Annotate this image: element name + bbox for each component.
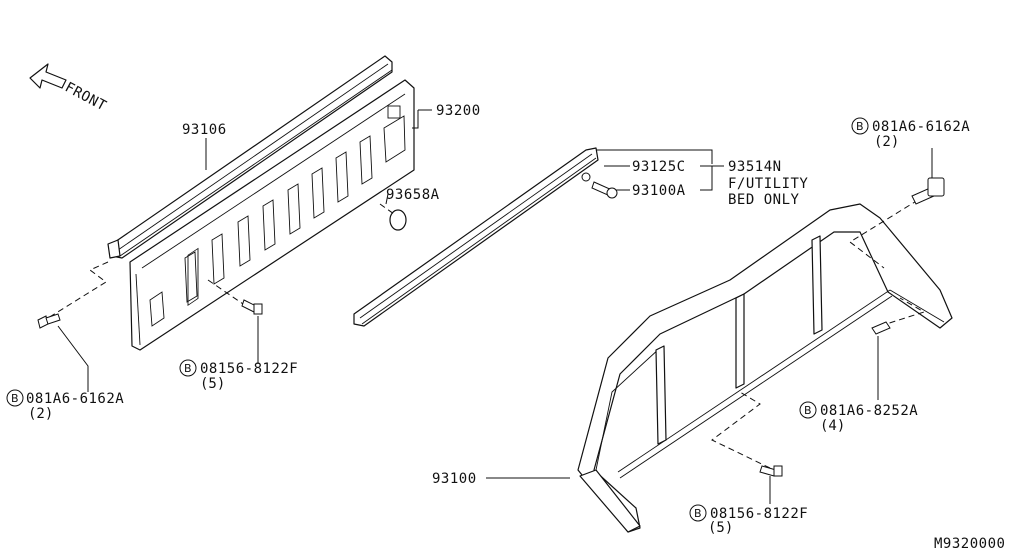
svg-text:(5): (5) xyxy=(200,376,225,392)
svg-text:08156-8122F: 08156-8122F xyxy=(200,361,298,377)
diagram-reference-code: M9320000 xyxy=(934,536,1005,552)
svg-text:(4): (4) xyxy=(820,418,845,434)
rear-panel-part xyxy=(129,79,415,351)
svg-text:(2): (2) xyxy=(874,134,899,150)
part-label-93106: 93106 xyxy=(182,122,227,138)
installation-lines xyxy=(47,199,926,469)
svg-text:B: B xyxy=(804,404,812,417)
bolt-mark-icon xyxy=(6,389,24,407)
front-label: FRONT xyxy=(62,79,109,114)
note-bed-only: BED ONLY xyxy=(728,192,800,208)
fastener-bolt-top-right xyxy=(911,177,945,205)
rail-bolt xyxy=(581,172,618,199)
svg-text:B: B xyxy=(856,120,864,133)
svg-text:(5): (5) xyxy=(708,520,733,536)
bolt-mark-icon xyxy=(689,504,707,522)
fastener-callout-bottom: B 08156-8122F (5) xyxy=(689,504,808,536)
side-rail-part xyxy=(353,147,599,327)
leader-lines xyxy=(57,109,933,504)
fastener-callout-left: B 081A6-6162A (2) xyxy=(6,389,124,422)
svg-text:081A6-8252A: 081A6-8252A xyxy=(820,403,918,419)
part-label-93125c: 93125C xyxy=(632,159,686,175)
part-label-93100a: 93100A xyxy=(632,183,686,199)
fastener-callout-top-right: B 081A6-6162A (2) xyxy=(851,117,970,150)
fastener-bolt-mid xyxy=(241,299,263,315)
svg-text:081A6-6162A: 081A6-6162A xyxy=(26,391,124,407)
part-label-93514n: 93514N xyxy=(728,159,782,175)
fastener-bolt-bottom xyxy=(759,465,783,477)
top-rail-part xyxy=(107,55,393,259)
fastener-bolt-left xyxy=(37,313,61,329)
part-label-93200: 93200 xyxy=(436,103,481,119)
bolt-mark-icon xyxy=(179,359,197,377)
part-label-93658a: 93658A xyxy=(386,187,440,203)
arrow-icon xyxy=(29,63,67,89)
fastener-callout-mid: B 08156-8122F (5) xyxy=(179,359,298,392)
bolt-mark-icon xyxy=(851,117,869,135)
front-direction-indicator: FRONT xyxy=(29,63,109,115)
fastener-bolt-right xyxy=(871,321,891,335)
svg-text:B: B xyxy=(184,362,192,375)
panel-slots xyxy=(187,247,199,306)
svg-text:B: B xyxy=(694,507,702,520)
fastener-callout-right: B 081A6-8252A (4) xyxy=(799,401,918,434)
note-futility: F/UTILITY xyxy=(728,176,808,192)
part-label-93100: 93100 xyxy=(432,471,477,487)
svg-text:08156-8122F: 08156-8122F xyxy=(710,506,808,522)
svg-text:B: B xyxy=(11,392,19,405)
utility-rack-part xyxy=(577,203,953,533)
svg-text:(2): (2) xyxy=(28,406,53,422)
svg-text:081A6-6162A: 081A6-6162A xyxy=(872,119,970,135)
bolt-mark-icon xyxy=(799,401,817,419)
grommet-part xyxy=(389,209,407,231)
